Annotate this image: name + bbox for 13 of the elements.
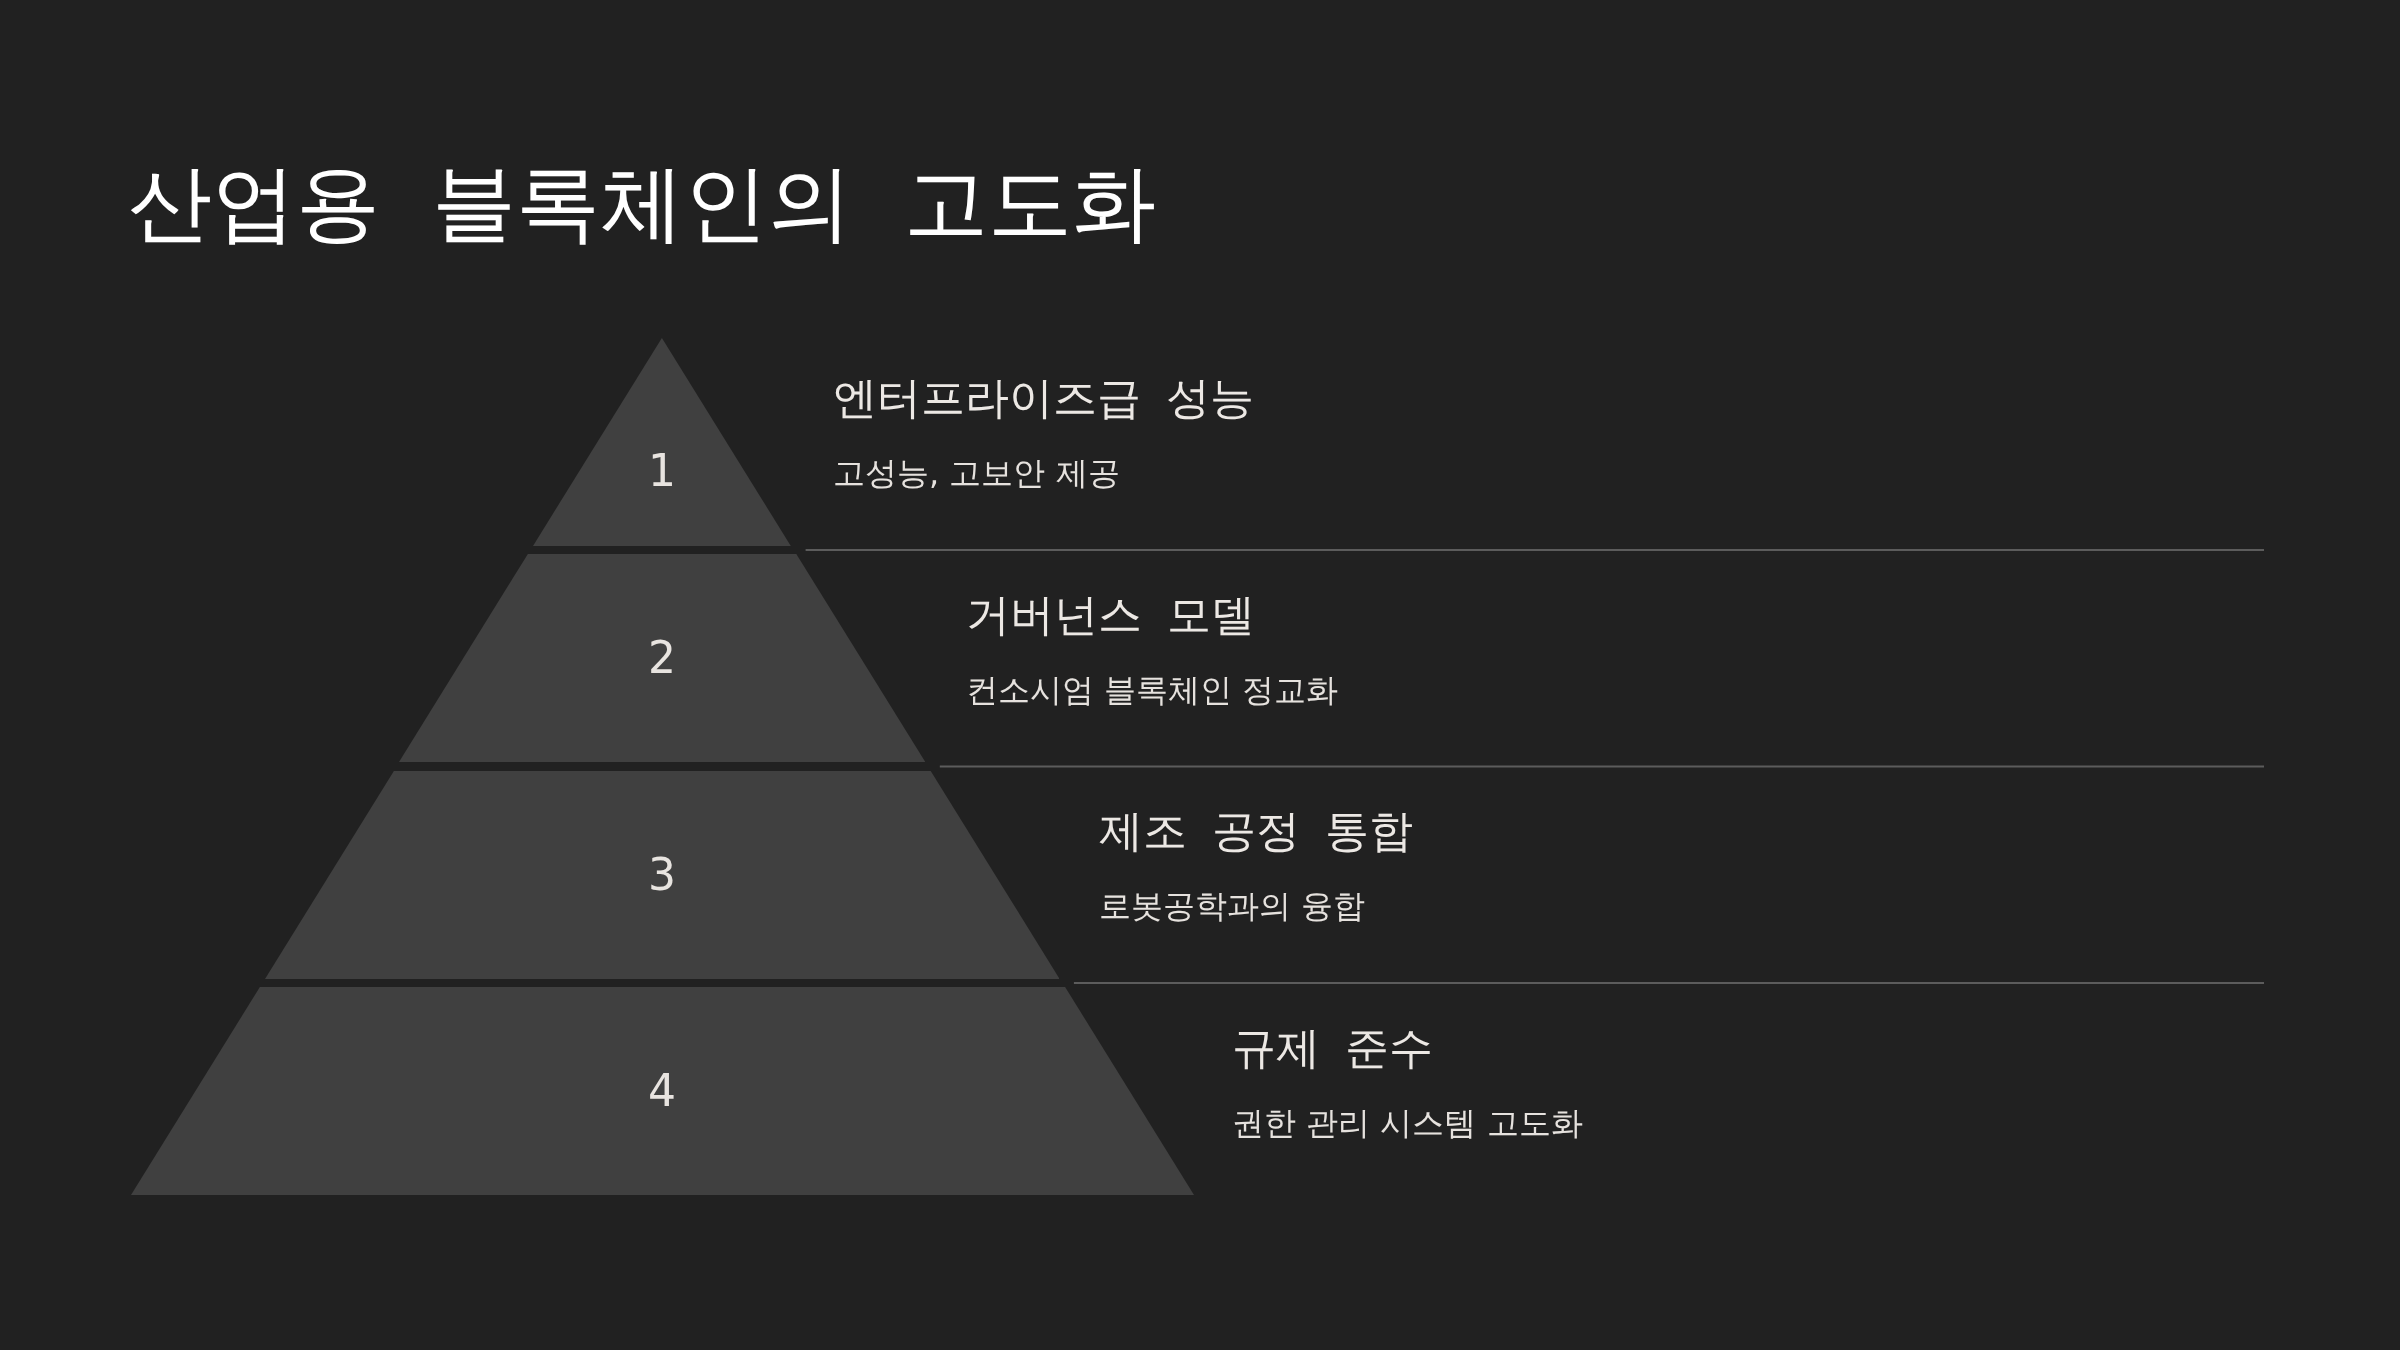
tier-number: 3	[648, 850, 676, 899]
tier-description: 컨소시엄 블록체인 정교화	[966, 671, 1339, 710]
tier-description: 권한 관리 시스템 고도화	[1232, 1104, 1583, 1143]
tier-heading: 제조 공정 통합	[1099, 805, 1413, 858]
tier-heading: 거버넌스 모델	[966, 589, 1255, 642]
tier-number: 4	[648, 1066, 676, 1116]
slide-title: 산업용 블록체인의 고도화	[128, 155, 1156, 252]
tier-heading: 규제 준수	[1232, 1022, 1433, 1075]
tier-heading: 엔터프라이즈급 성능	[833, 372, 1254, 425]
tier-number: 2	[648, 634, 676, 683]
tier-number: 1	[648, 446, 676, 496]
tier-description: 로봇공학과의 융합	[1099, 887, 1366, 926]
tier-description: 고성능, 고보안 제공	[833, 454, 1120, 493]
